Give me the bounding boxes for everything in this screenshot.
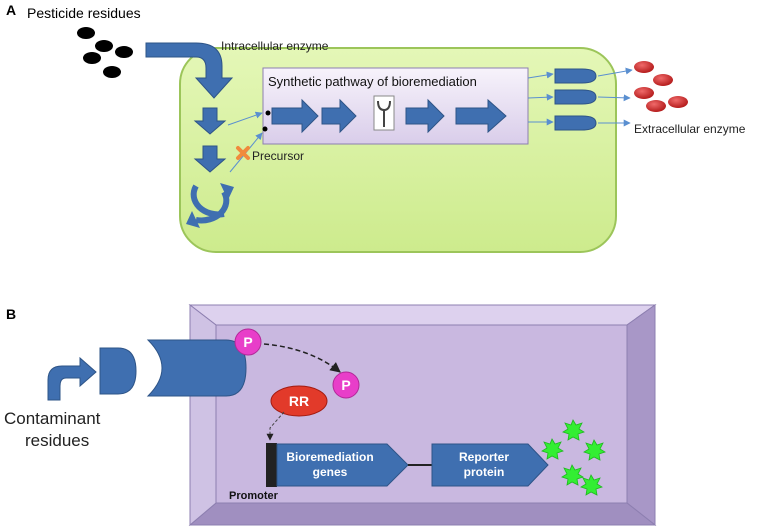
genes-label-line1: Bioremediation	[286, 450, 373, 464]
phosphate-label-2: P	[341, 377, 350, 393]
enzyme-dot	[646, 100, 666, 112]
entry-arrow	[145, 42, 234, 99]
promoter-block	[266, 443, 277, 487]
thin-arrow-export-2	[597, 94, 631, 102]
panel-a-label: A	[6, 2, 16, 18]
recycle-arrowhead-2	[220, 183, 234, 200]
receptor-ligand	[99, 347, 137, 395]
rr-label: RR	[289, 393, 309, 409]
bioremediation-genes-arrow	[276, 443, 409, 487]
thin-arrow-export-1	[597, 67, 633, 77]
phosphate-circle-1	[234, 328, 262, 356]
pathway-arrow-2	[321, 98, 357, 134]
pesticide-dot	[103, 66, 121, 78]
contaminant-label-line1: Contaminant	[4, 409, 101, 428]
pesticide-dot	[95, 40, 113, 52]
receptor-body	[146, 339, 247, 397]
rr-to-promoter-arrow	[266, 411, 285, 441]
enzyme-dot	[634, 61, 654, 73]
genes-label-line2: genes	[313, 465, 348, 479]
down-arrow-2	[193, 145, 227, 173]
contaminant-label-line2: residues	[25, 431, 89, 450]
thin-arrow-to-pathway	[227, 111, 263, 126]
green-star-icon	[562, 419, 585, 441]
exporter-channel	[554, 89, 597, 105]
pathway-arrow-3	[405, 98, 445, 134]
promoter-label: Promoter	[229, 490, 279, 502]
reporter-label-line2: protein	[464, 465, 505, 479]
pathway-entry-dot	[262, 126, 268, 132]
pathway-label: Synthetic pathway of bioremediation	[268, 74, 477, 89]
extracellular-enzymes	[634, 61, 688, 112]
green-star-icon	[561, 464, 584, 486]
pesticide-residue-dots	[77, 27, 133, 78]
enzyme-dot	[634, 87, 654, 99]
exporter-channel	[554, 115, 597, 131]
pathway-arrow-4	[455, 98, 507, 134]
thin-arrow-out-1	[527, 71, 554, 79]
exporter-channels	[554, 68, 597, 131]
pesticide-dot	[77, 27, 95, 39]
exporter-channel	[554, 68, 597, 84]
pathway-arrow-1	[271, 98, 319, 134]
precursor-label: Precursor	[252, 149, 304, 163]
enzyme-dot	[668, 96, 688, 108]
recycle-arrowhead-1	[186, 211, 200, 228]
phospho-transfer-arrow	[263, 343, 341, 373]
pesticide-residues-label: Pesticide residues	[27, 5, 141, 21]
green-star-icon	[580, 474, 603, 496]
phosphate-label-1: P	[243, 334, 252, 350]
wrench-icon	[377, 100, 391, 127]
panel-b: B Contaminant residues P RR P Promoter	[4, 303, 657, 527]
panel-b-label: B	[6, 306, 16, 322]
box-frame-right	[626, 304, 656, 527]
phosphate-circle-2	[332, 371, 360, 399]
pathway-entry-dot	[265, 110, 271, 116]
green-star-icon	[583, 439, 606, 461]
box-frame-bottom	[188, 502, 657, 526]
blocked-cross-icon	[236, 146, 250, 160]
box-frame-left	[189, 303, 217, 527]
rr-ellipse	[270, 385, 328, 417]
contaminant-arrow	[47, 356, 97, 401]
enzyme-dot	[653, 74, 673, 86]
recycle-icon	[190, 184, 230, 224]
reporter-protein-arrow	[431, 443, 549, 487]
panel-a: A Pesticide residues Intracellular enzym…	[6, 2, 746, 253]
green-star-icon	[541, 438, 564, 460]
pesticide-dot	[115, 46, 133, 58]
thin-arrow-out-2	[527, 93, 554, 101]
down-arrow-1	[193, 107, 227, 135]
box-frame-top	[188, 304, 657, 326]
extracellular-enzyme-label: Extracellular enzyme	[634, 122, 746, 136]
reporter-label-line1: Reporter	[459, 450, 509, 464]
intracellular-enzyme-label: Intracellular enzyme	[221, 39, 329, 53]
pesticide-dot	[83, 52, 101, 64]
reporter-signal-stars	[541, 419, 606, 496]
